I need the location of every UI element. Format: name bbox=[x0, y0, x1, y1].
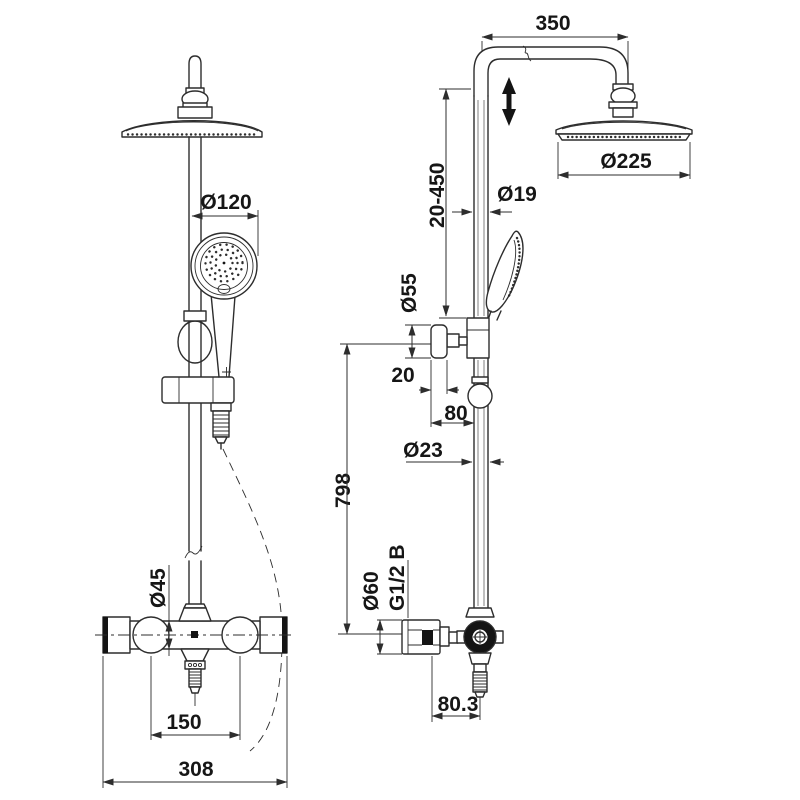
label-arm-reach: 350 bbox=[535, 12, 570, 35]
dim-side-bracket-dia: Ø55 bbox=[398, 273, 431, 359]
label-valve-body-diameter: Ø45 bbox=[147, 568, 170, 608]
dim-side-bracket-thickness: 20 bbox=[391, 360, 459, 394]
side-overhead-shower bbox=[555, 83, 693, 141]
label-flange-diameter: Ø60 bbox=[360, 571, 383, 611]
dim-side-outlet-offset: 80.3 bbox=[431, 656, 481, 722]
side-riser-pipe bbox=[473, 95, 489, 609]
front-overhead-shower bbox=[121, 55, 263, 138]
dim-front-hand-shower-diameter: Ø120 bbox=[191, 191, 259, 256]
front-hand-shower bbox=[190, 232, 258, 378]
dim-front-inlet-centres: 150 bbox=[150, 656, 241, 740]
front-slider-bracket bbox=[161, 310, 235, 450]
front-riser-pipe bbox=[184, 136, 203, 605]
label-inlet-centres: 150 bbox=[166, 711, 201, 734]
dim-front-overall-width: 308 bbox=[102, 656, 288, 788]
up-down-arrow-icon bbox=[502, 77, 516, 126]
side-diverter-knob bbox=[467, 376, 493, 409]
dim-side-arm-reach: 350 bbox=[481, 12, 629, 80]
dim-side-head-diameter: Ø225 bbox=[557, 142, 691, 179]
label-riser-height: 798 bbox=[332, 473, 355, 508]
label-bracket-thickness: 20 bbox=[391, 364, 414, 387]
dim-side-riser-height: 798 bbox=[332, 343, 431, 635]
label-lower-pipe-diameter: Ø23 bbox=[403, 439, 443, 462]
side-shower-arm bbox=[473, 45, 629, 97]
label-hand-shower-diameter: Ø120 bbox=[200, 191, 251, 214]
front-hose bbox=[222, 448, 283, 752]
label-connection-thread: G1/2 B bbox=[386, 544, 409, 611]
front-mixer-valve bbox=[95, 603, 295, 706]
dim-side-upper-pipe-dia: Ø19 bbox=[452, 183, 537, 216]
side-adjust-arrow bbox=[502, 77, 516, 126]
valve-knob-ring bbox=[464, 621, 496, 653]
label-wall-offset: 80 bbox=[444, 402, 467, 425]
dim-side-lower-pipe-dia: Ø23 bbox=[403, 439, 504, 466]
label-overall-width: 308 bbox=[178, 758, 213, 781]
dim-side-wall-offset: 80 bbox=[430, 394, 475, 427]
dim-side-flange-dia: Ø60 bbox=[360, 571, 402, 655]
dim-front-valve-diameter: Ø45 bbox=[147, 565, 173, 656]
front-view: Ø120 Ø45 150 308 bbox=[95, 55, 295, 788]
arm-break-symbol bbox=[522, 45, 532, 62]
wall-section bbox=[422, 630, 433, 645]
label-head-diameter: Ø225 bbox=[600, 150, 652, 173]
dim-side-thread-label: G1/2 B bbox=[386, 544, 409, 618]
label-bracket-disc-diameter: Ø55 bbox=[398, 273, 421, 313]
dim-side-height-range: 20-450 bbox=[426, 88, 471, 319]
label-upper-pipe-diameter: Ø19 bbox=[497, 183, 537, 206]
label-outlet-offset: 80.3 bbox=[438, 693, 479, 716]
side-hand-shower bbox=[485, 230, 524, 321]
pipe-break-symbol bbox=[184, 545, 203, 559]
side-view: 350 Ø225 20-450 Ø19 Ø55 bbox=[332, 12, 693, 722]
side-wall-bracket bbox=[430, 317, 490, 359]
